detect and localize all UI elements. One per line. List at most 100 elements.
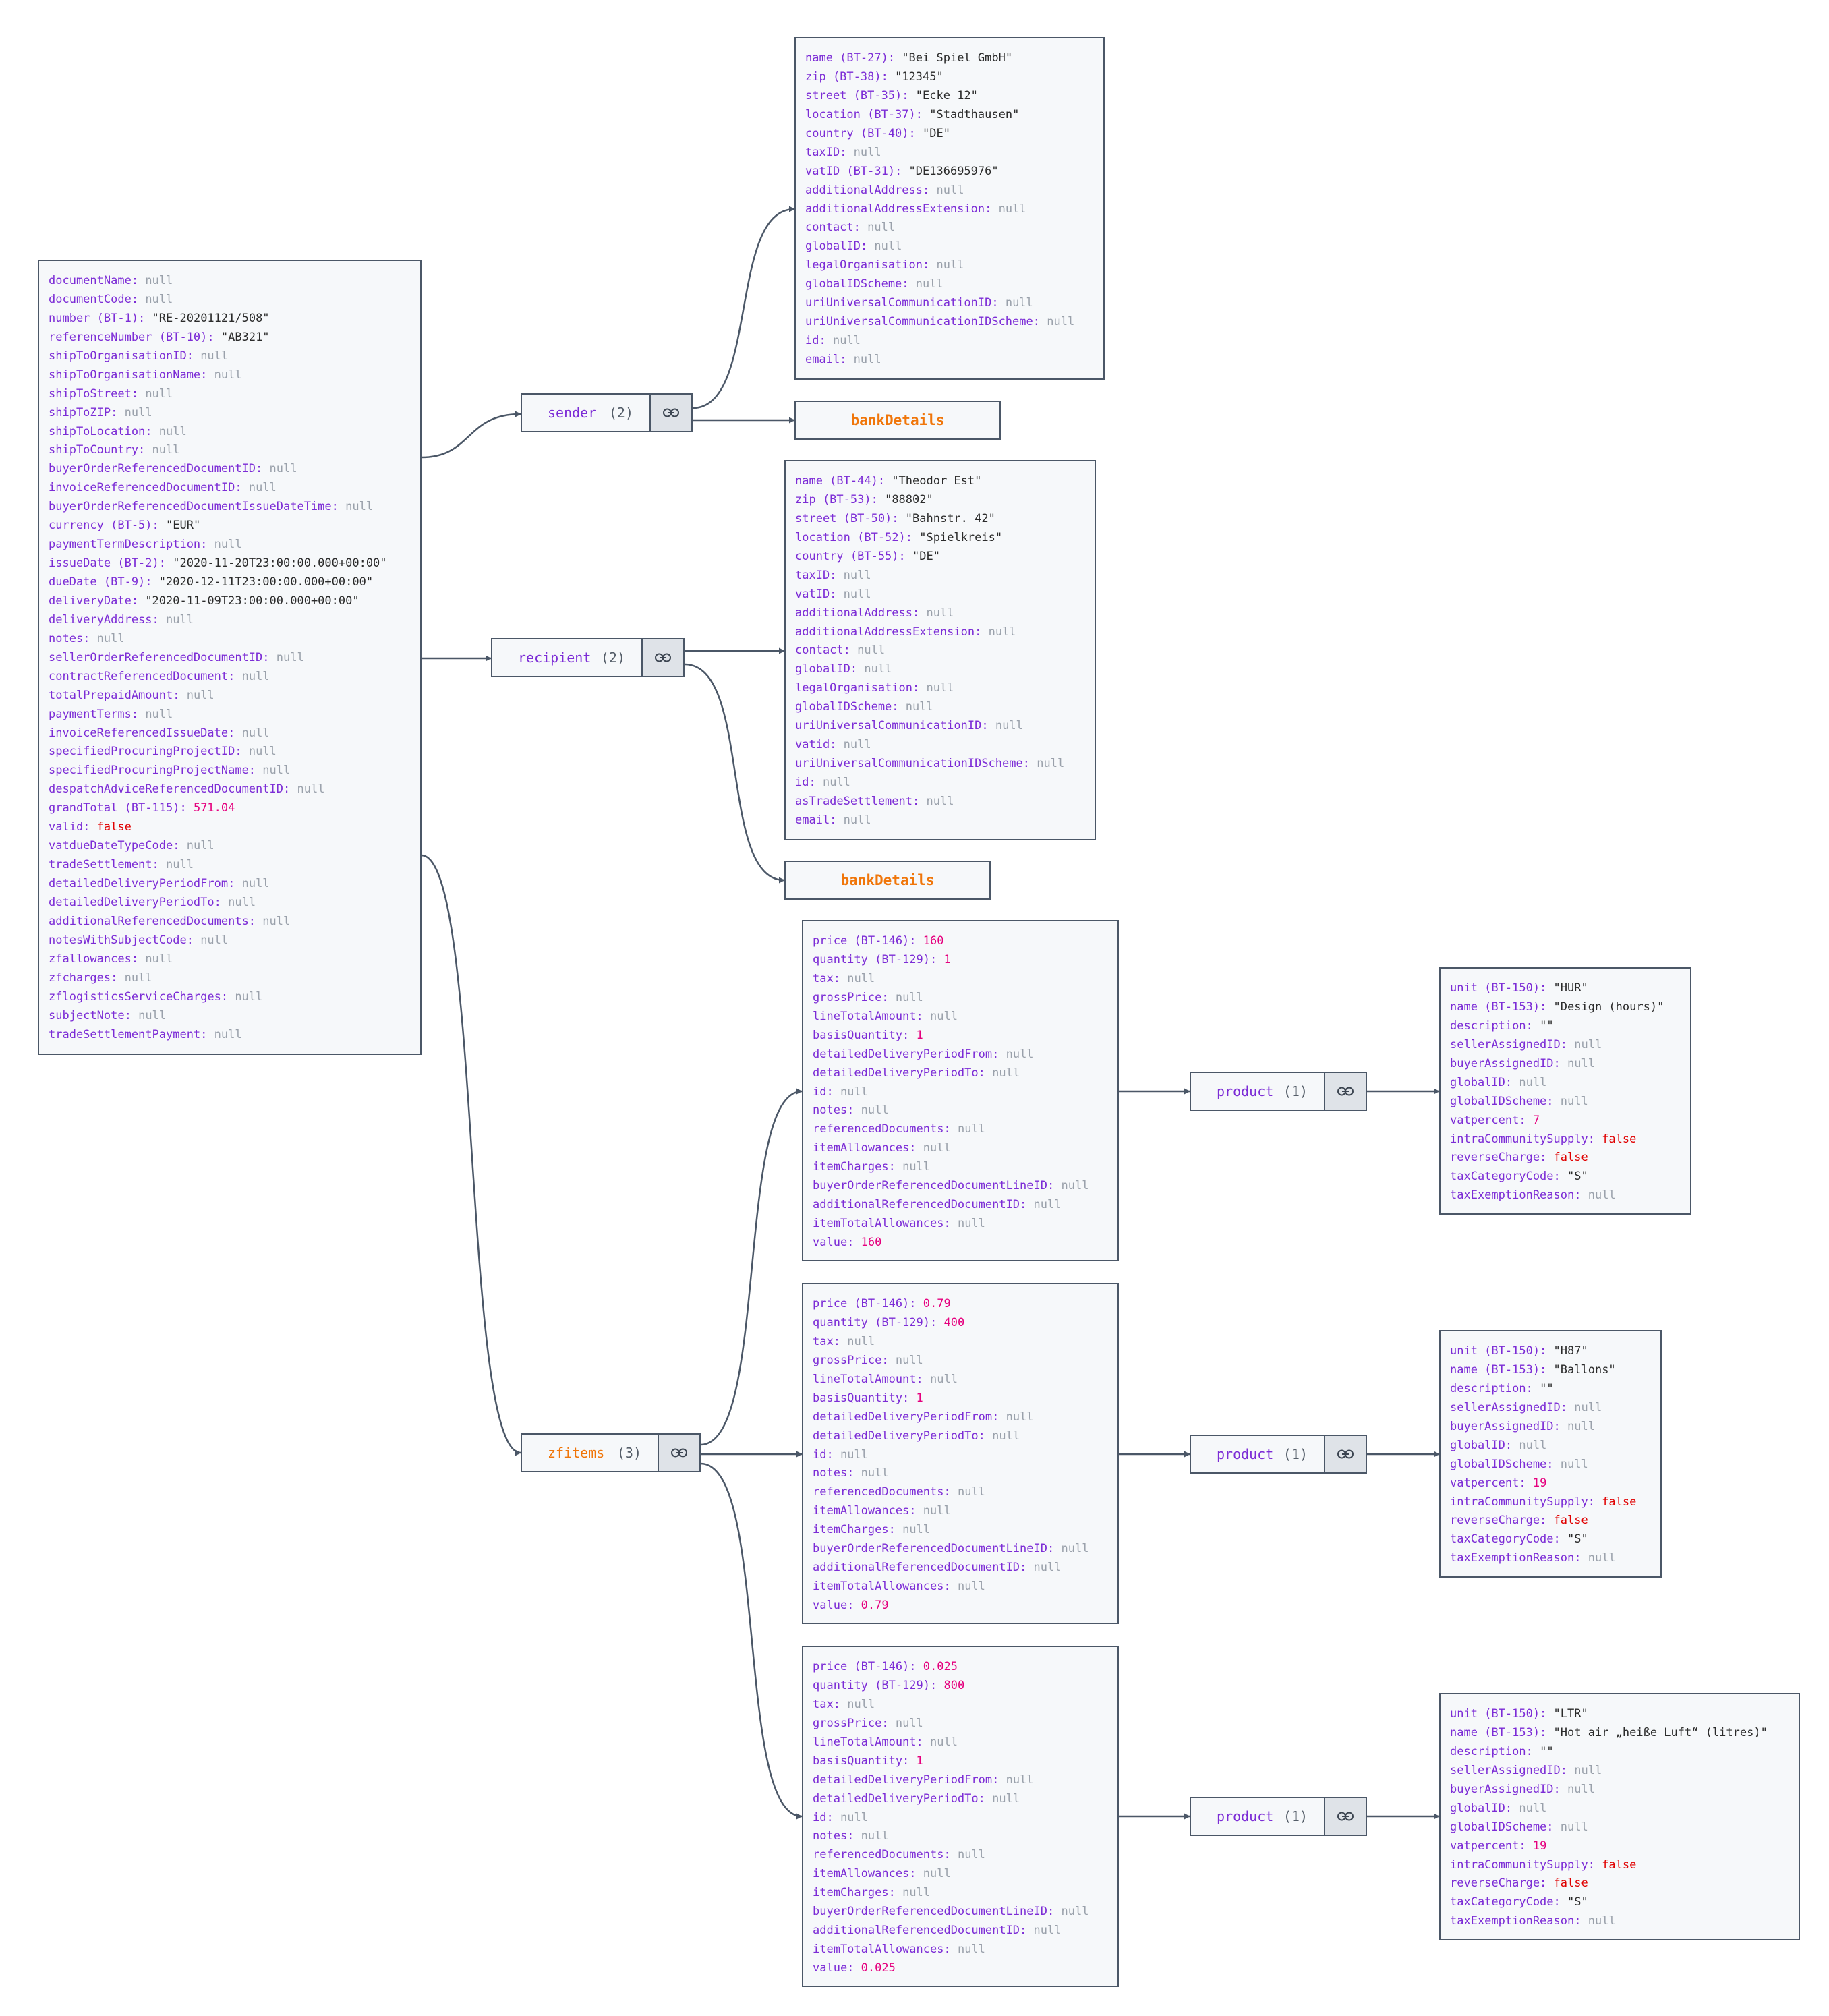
property-value: 800 — [943, 1678, 965, 1692]
property-key: id: — [805, 334, 826, 348]
property-key: additionalReferencedDocumentID: — [813, 1198, 1027, 1212]
property-row: vatpercent: 19 — [1450, 1837, 1789, 1856]
property-value: "RE-20201121/508" — [152, 311, 270, 325]
property-row: contractReferencedDocument: null — [49, 668, 411, 687]
property-key: globalIDScheme: — [1450, 1820, 1554, 1834]
property-key: reverseCharge: — [1450, 1514, 1547, 1528]
property-row: unit (BT-150): "H87" — [1450, 1342, 1651, 1361]
property-value: "HUR" — [1553, 981, 1588, 995]
property-value: null — [1560, 1457, 1588, 1471]
property-key: globalID: — [1450, 1075, 1513, 1089]
property-row: itemTotalAllowances: null — [813, 1940, 1108, 1959]
property-value: 0.79 — [923, 1297, 951, 1311]
property-row: itemCharges: null — [813, 1521, 1108, 1540]
property-value: null — [248, 481, 277, 495]
link-icon[interactable] — [658, 1435, 699, 1471]
property-row: shipToLocation: null — [49, 423, 411, 442]
property-row: globalID: null — [1450, 1074, 1681, 1093]
property-key: vatpercent: — [1450, 1476, 1526, 1490]
property-row: intraCommunitySupply: false — [1450, 1493, 1651, 1512]
property-value: 0.79 — [861, 1599, 889, 1612]
property-key: buyerAssignedID: — [1450, 1782, 1561, 1796]
property-row: tradeSettlementPayment: null — [49, 1026, 411, 1045]
property-key: shipToZIP: — [49, 405, 118, 420]
property-key: itemTotalAllowances: — [813, 1580, 951, 1594]
property-value: null — [200, 933, 229, 947]
property-row: additionalAddressExtension: null — [805, 200, 1094, 219]
property-row: detailedDeliveryPeriodFrom: null — [813, 1771, 1108, 1790]
property-row: detailedDeliveryPeriodFrom: null — [813, 1045, 1108, 1064]
property-key: paymentTerms: — [49, 707, 139, 721]
property-value: 571.04 — [193, 801, 235, 815]
property-key: description: — [1450, 1381, 1533, 1395]
recipient-bankdetails-node[interactable]: bankDetails — [784, 861, 991, 900]
property-value: null — [988, 625, 1016, 639]
property-value: null — [957, 1485, 985, 1499]
sender-node[interactable]: sender (2) — [521, 393, 693, 432]
property-row: vatpercent: 19 — [1450, 1474, 1651, 1493]
product-node-3[interactable]: product (1) — [1190, 1797, 1367, 1836]
product-node-1[interactable]: product (1) — [1190, 1072, 1367, 1111]
property-row: buyerOrderReferencedDocumentLineID: null — [813, 1177, 1108, 1196]
property-row: price (BT-146): 0.025 — [813, 1658, 1108, 1677]
property-row: itemTotalAllowances: null — [813, 1215, 1108, 1234]
property-row: unit (BT-150): "HUR" — [1450, 979, 1681, 998]
property-key: intraCommunitySupply: — [1450, 1495, 1595, 1509]
recipient-node-label: recipient — [518, 650, 591, 666]
property-row: number (BT-1): "RE-20201121/508" — [49, 310, 411, 328]
property-key: number (BT-1): — [49, 311, 146, 325]
link-icon[interactable] — [1324, 1436, 1366, 1472]
property-value: null — [867, 221, 896, 235]
property-row: basisQuantity: 1 — [813, 1752, 1108, 1771]
property-value: null — [1005, 296, 1033, 310]
property-key: legalOrganisation: — [795, 681, 920, 695]
property-value: null — [166, 858, 194, 872]
property-row: notes: null — [49, 630, 411, 649]
property-key: email: — [805, 353, 847, 366]
sender-bankdetails-node[interactable]: bankDetails — [794, 401, 1001, 440]
property-value: null — [1037, 757, 1065, 771]
recipient-object: name (BT-44): "Theodor Est"zip (BT-53): … — [784, 460, 1096, 840]
property-value: "" — [1540, 1381, 1554, 1395]
zfitems-node[interactable]: zfitems (3) — [521, 1433, 701, 1472]
property-row: detailedDeliveryPeriodFrom: null — [813, 1408, 1108, 1427]
link-icon[interactable] — [1324, 1073, 1366, 1110]
property-value: null — [992, 1066, 1020, 1080]
property-value: null — [923, 1867, 951, 1881]
sender-node-count: (2) — [608, 405, 633, 421]
property-key: globalIDScheme: — [1450, 1094, 1554, 1108]
property-row: intraCommunitySupply: false — [1450, 1856, 1789, 1875]
property-value: null — [864, 662, 892, 676]
property-row: vatdueDateTypeCode: null — [49, 837, 411, 856]
property-value: null — [843, 813, 871, 827]
property-key: contact: — [805, 221, 861, 235]
property-value: 1 — [916, 1391, 923, 1405]
property-row: id: null — [795, 774, 1085, 793]
property-row: shipToOrganisationID: null — [49, 347, 411, 366]
property-key: additionalAddressExtension: — [795, 625, 982, 639]
property-row: lineTotalAmount: null — [813, 1733, 1108, 1752]
property-row: additionalReferencedDocumentID: null — [813, 1559, 1108, 1578]
property-row: quantity (BT-129): 1 — [813, 951, 1108, 970]
property-key: basisQuantity: — [813, 1754, 910, 1768]
edge-zfitems-item-1 — [700, 1088, 803, 1446]
link-icon[interactable] — [641, 639, 683, 676]
product-node-2[interactable]: product (1) — [1190, 1435, 1367, 1474]
property-row: notes: null — [813, 1827, 1108, 1846]
property-row: detailedDeliveryPeriodFrom: null — [49, 875, 411, 894]
property-value: null — [145, 952, 173, 966]
property-key: shipToCountry: — [49, 443, 146, 457]
property-value: null — [241, 726, 270, 740]
property-row: taxExemptionReason: null — [1450, 1912, 1789, 1931]
link-icon[interactable] — [649, 395, 691, 431]
edge-root-zfitems — [421, 854, 521, 1456]
property-key: currency (BT-5): — [49, 519, 159, 533]
recipient-node[interactable]: recipient (2) — [491, 638, 685, 677]
property-key: location (BT-52): — [795, 530, 912, 544]
property-value: null — [832, 334, 861, 348]
property-key: sellerAssignedID: — [1450, 1037, 1567, 1052]
property-row: basisQuantity: 1 — [813, 1027, 1108, 1045]
link-icon[interactable] — [1324, 1798, 1366, 1835]
property-value: null — [1567, 1056, 1595, 1070]
property-key: globalID: — [805, 239, 868, 254]
